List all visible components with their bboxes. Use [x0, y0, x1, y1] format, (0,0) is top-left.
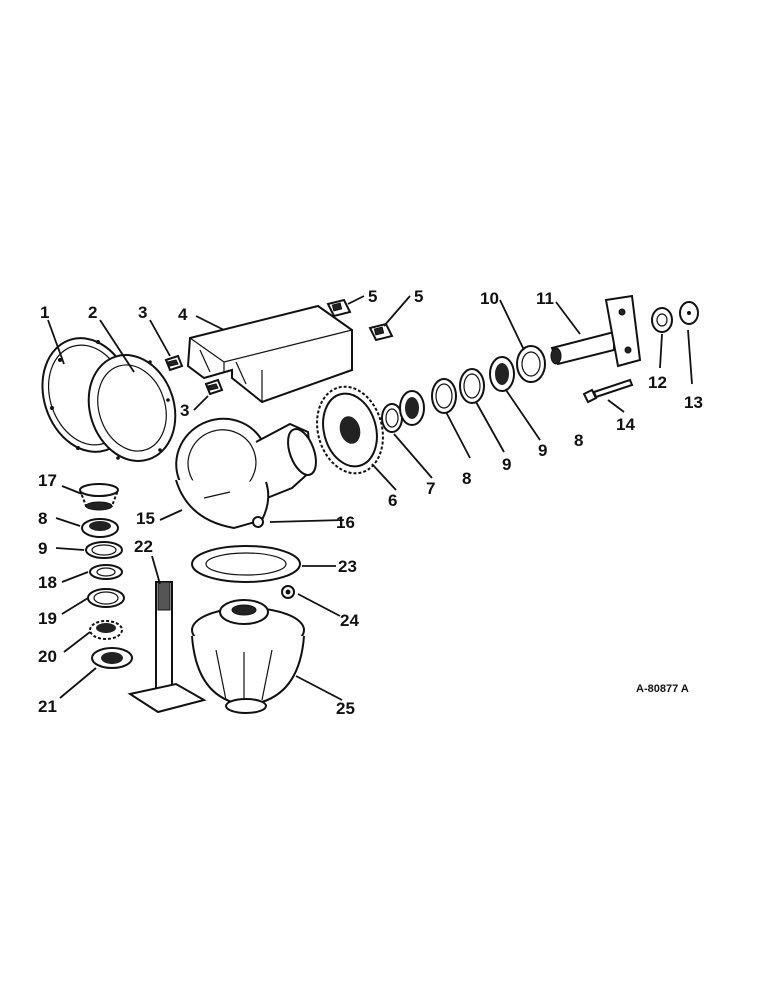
callout-5: 5: [368, 287, 377, 306]
callout-14: 14: [616, 415, 635, 434]
part-17-pinion-gear: [78, 483, 120, 511]
part-12-washer: [651, 307, 673, 333]
callout-25: 25: [336, 699, 355, 718]
callout-4: 4: [178, 305, 188, 324]
callout-13: 13: [684, 393, 703, 412]
callout-10: 10: [480, 289, 499, 308]
callout-22: 22: [134, 537, 153, 556]
callout-23: 23: [338, 557, 357, 576]
callout-3: 3: [138, 303, 147, 322]
callout-15: 15: [136, 509, 155, 528]
callout-21: 21: [38, 697, 57, 716]
part-7-washer: [381, 403, 403, 433]
part-24-bolt: [281, 585, 295, 599]
callout-16: 16: [336, 513, 355, 532]
callout-8: 8: [574, 431, 583, 450]
part-20-bearing: [89, 620, 123, 640]
callout-2: 2: [88, 303, 97, 322]
part-13-nut: [679, 301, 699, 325]
part-21-seal: [91, 647, 133, 669]
part-15-housing: [175, 417, 317, 530]
callout-17: 17: [38, 471, 57, 490]
callout-19: 19: [38, 609, 57, 628]
part-6-ring-gear: [316, 385, 384, 475]
leader-lines: [47, 295, 693, 701]
part-5-spacers: [326, 298, 394, 342]
callout-9: 9: [538, 441, 547, 460]
callout-labels: 1 2 3 3 4 5 5 6 7 8 8 8 9 9 9 10 11 12 1…: [38, 287, 703, 718]
callout-5: 5: [414, 287, 423, 306]
callout-7: 7: [426, 479, 435, 498]
part-11-input-shaft: [550, 294, 642, 368]
part-3-clips: [164, 354, 224, 396]
part-4-shield: [186, 304, 353, 404]
part-22-output-shaft: [127, 581, 207, 714]
callout-1: 1: [40, 303, 49, 322]
callout-6: 6: [388, 491, 397, 510]
part-23-gasket: [191, 545, 301, 583]
callout-12: 12: [648, 373, 667, 392]
callout-8: 8: [38, 509, 47, 528]
part-14-bolt: [582, 378, 634, 404]
part-2-gasket: [87, 354, 177, 462]
callout-9: 9: [502, 455, 511, 474]
drawing-code: A-80877 A: [636, 683, 689, 695]
part-18-spacer: [89, 564, 123, 580]
part-9-cups: [85, 368, 485, 559]
callout-3: 3: [180, 401, 189, 420]
callout-20: 20: [38, 647, 57, 666]
callout-11: 11: [536, 289, 554, 308]
part-10-seal: [516, 345, 546, 383]
callout-24: 24: [340, 611, 359, 630]
part-8-bearings: [81, 356, 515, 538]
part-25-hub: [191, 599, 305, 714]
part-19-cup: [87, 588, 125, 608]
callout-18: 18: [38, 573, 57, 592]
callout-9: 9: [38, 539, 47, 558]
callout-8: 8: [462, 469, 471, 488]
